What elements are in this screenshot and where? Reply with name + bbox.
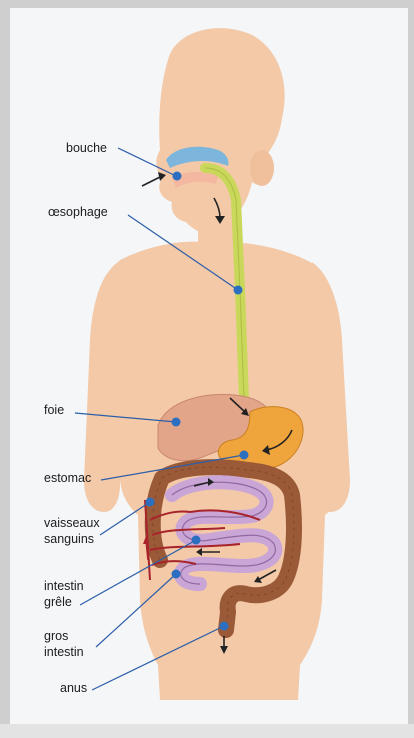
label-grele: grêle [44,595,72,609]
liver-marker [172,418,181,427]
stomach-marker [240,451,249,460]
child-silhouette [84,28,350,700]
label-gros: gros [44,629,68,643]
label-foie: foie [44,403,64,417]
ear [250,150,274,186]
mouth-marker [173,172,182,181]
label-estomac: estomac [44,471,91,485]
label-intestin-2: intestin [44,645,84,659]
anus-marker [220,622,229,631]
head [156,28,284,236]
label-bouche: bouche [66,141,107,155]
label-vaisseaux: vaisseaux [44,516,100,530]
label-oesophage: œsophage [48,205,108,219]
small-intestine-marker [192,536,201,545]
label-intestin-1: intestin [44,579,84,593]
large-intestine-marker [172,570,181,579]
label-sanguins: sanguins [44,532,94,546]
esophagus-marker [234,286,243,295]
blood-vessels-marker [146,498,155,507]
label-anus: anus [60,681,87,695]
